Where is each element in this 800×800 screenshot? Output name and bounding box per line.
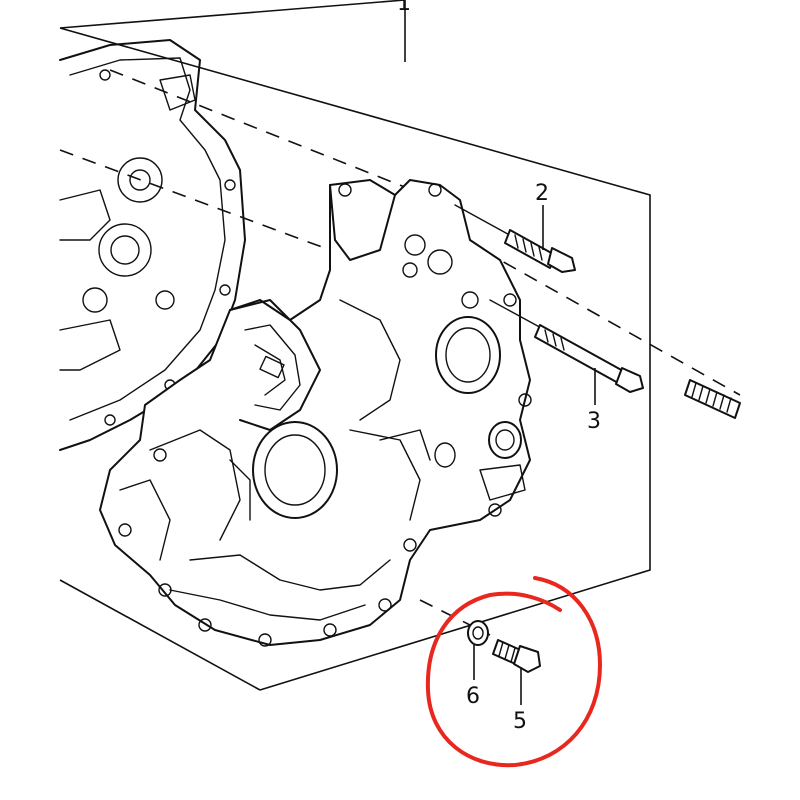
callout-2: 2 [535, 181, 549, 206]
callout-1: 1 [397, 0, 411, 16]
callout-3: 3 [587, 409, 601, 434]
right-crankcase-half [99, 179, 532, 647]
callout-5: 5 [513, 709, 527, 734]
leader-lines [473, 205, 596, 705]
left-crankcase-half [59, 39, 246, 451]
bolt-3 [489, 299, 644, 393]
bolt-2 [454, 204, 576, 273]
highlight-circle [425, 576, 603, 768]
stud [684, 379, 741, 419]
drain-plug-5 [492, 639, 541, 673]
washer-6 [467, 620, 489, 646]
frame-outline [59, 0, 651, 691]
callout-6: 6 [466, 684, 480, 709]
